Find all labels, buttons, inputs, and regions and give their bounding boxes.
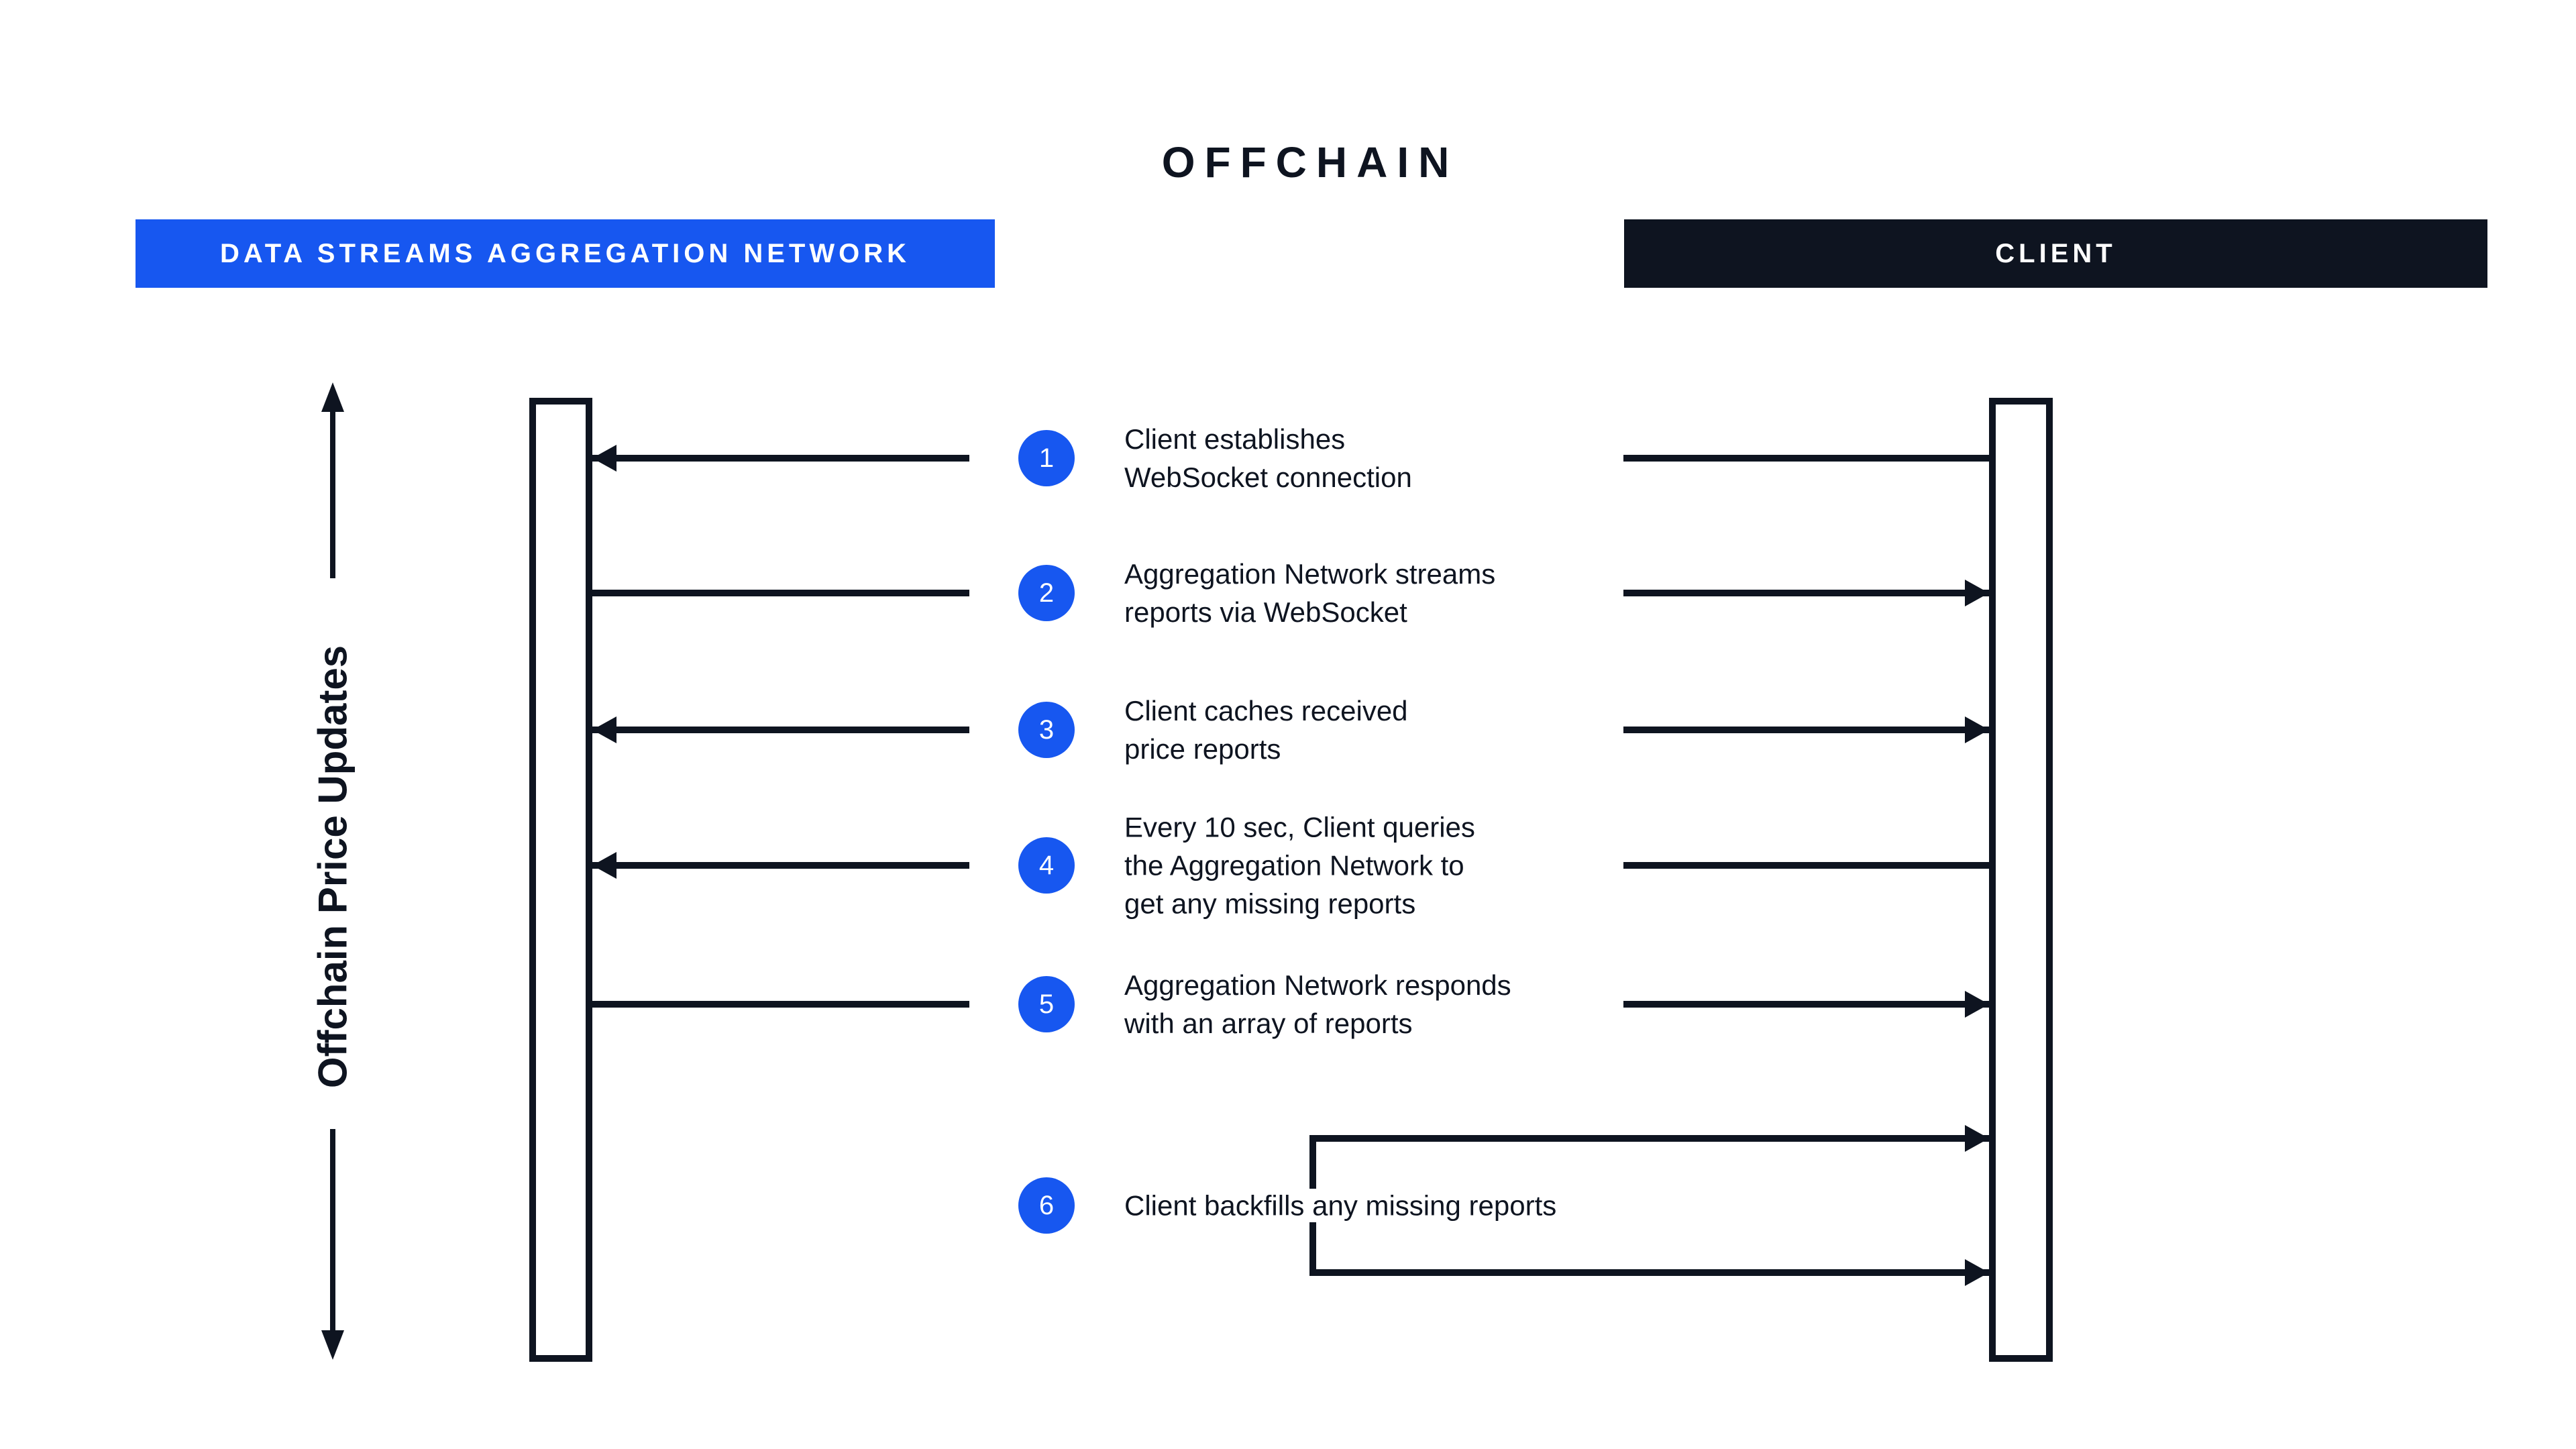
step-2-left-message-line — [592, 590, 969, 596]
step-2-number: 2 — [1038, 578, 1055, 608]
step-4-number: 4 — [1038, 850, 1055, 880]
step-4-left-message-line — [592, 862, 969, 869]
step-5-left-message-line — [592, 1001, 969, 1008]
step-3-number-badge: 3 — [1018, 702, 1075, 758]
step-6-top-arrowhead-right-icon — [1965, 1125, 1989, 1152]
step-3-right-message-line — [1623, 727, 1989, 733]
step-4-arrowhead-left-icon — [592, 852, 616, 879]
step-3-description: Client caches received price reports — [1124, 695, 1408, 765]
step-6-top-bracket-stub — [1309, 1135, 1316, 1189]
step-3-left-message-line — [592, 727, 969, 733]
step-1-description: Client establishes WebSocket connection — [1124, 423, 1412, 493]
client-activation-bar — [1989, 398, 2053, 1362]
step-6-number-badge: 6 — [1018, 1177, 1075, 1234]
step-5-right-message-line — [1623, 1001, 1989, 1008]
step-6-description: Client backfills any missing reports — [1124, 1189, 1557, 1222]
step-6-number: 6 — [1038, 1190, 1055, 1220]
step-3-number: 3 — [1038, 714, 1055, 745]
network-activation-bar — [529, 398, 592, 1362]
step-3-arrowhead-right-icon — [1965, 716, 1989, 743]
diagram-title: OFFCHAIN — [1161, 138, 1459, 186]
step-1-right-message-line — [1623, 455, 1989, 462]
step-5-number: 5 — [1038, 989, 1055, 1019]
step-6-top-message-line — [1309, 1135, 1989, 1142]
axis-upper-line — [330, 411, 335, 578]
network-header: DATA STREAMS AGGREGATION NETWORK — [136, 219, 995, 288]
step-4-number-badge: 4 — [1018, 837, 1075, 894]
step-6-bottom-message-line — [1309, 1269, 1989, 1276]
step-2-description: Aggregation Network streams reports via … — [1124, 558, 1496, 628]
step-5-arrowhead-right-icon — [1965, 991, 1989, 1018]
step-1-left-message-line — [592, 455, 969, 462]
step-1-number: 1 — [1038, 443, 1055, 473]
step-5-description: Aggregation Network responds with an arr… — [1124, 969, 1511, 1039]
step-2-arrowhead-right-icon — [1965, 580, 1989, 606]
step-1-number-badge: 1 — [1018, 430, 1075, 486]
step-1-arrowhead-left-icon — [592, 445, 616, 472]
offchain-axis-label: Offchain Price Updates — [310, 645, 356, 1089]
step-4-description: Every 10 sec, Client queries the Aggrega… — [1124, 811, 1475, 920]
axis-down-arrow-icon — [321, 1330, 344, 1360]
axis-lower-line — [330, 1129, 335, 1330]
step-2-right-message-line — [1623, 590, 1989, 596]
client-header-label: CLIENT — [1995, 238, 2116, 268]
network-header-label: DATA STREAMS AGGREGATION NETWORK — [220, 238, 910, 268]
step-3-arrowhead-left-icon — [592, 716, 616, 743]
step-6-bottom-bracket-stub — [1309, 1222, 1316, 1276]
step-5-number-badge: 5 — [1018, 976, 1075, 1032]
step-6-bottom-arrowhead-right-icon — [1965, 1259, 1989, 1286]
client-header: CLIENT — [1624, 219, 2487, 288]
step-4-right-message-line — [1623, 862, 1989, 869]
step-2-number-badge: 2 — [1018, 565, 1075, 621]
axis-up-arrow-icon — [321, 382, 344, 412]
